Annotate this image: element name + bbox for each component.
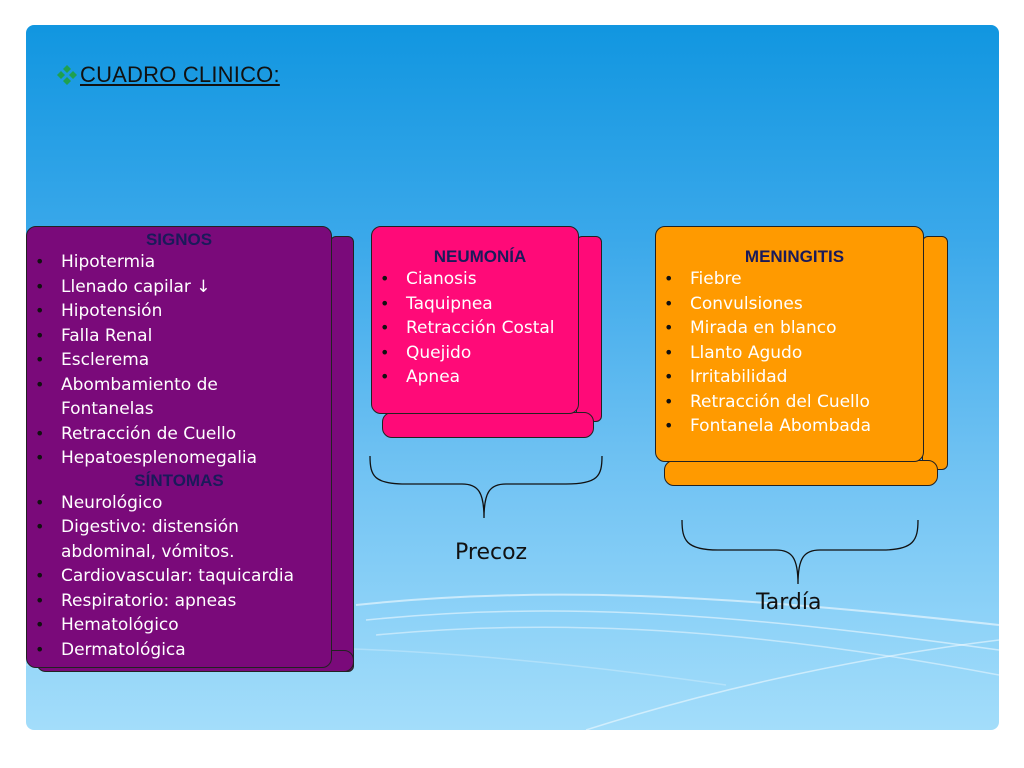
list-item: Neurológico — [27, 491, 331, 516]
list-item: Irritabilidad — [656, 365, 923, 390]
list-item: Cianosis — [372, 267, 578, 292]
list-item: Hematológico — [27, 613, 331, 638]
list-item: Quejido — [372, 341, 578, 366]
neumonia-box-front: NEUMONÍA Cianosis Taquipnea Retracción C… — [371, 226, 579, 414]
title-text: CUADRO CLINICO: — [80, 62, 280, 87]
neumonia-box-back — [576, 236, 602, 422]
slide-title: CUADRO CLINICO: — [56, 62, 280, 88]
tardia-label: Tardía — [756, 590, 822, 615]
precoz-label: Precoz — [455, 540, 528, 565]
neumonia-box-bottom — [382, 412, 594, 438]
list-item: Retracción del Cuello — [656, 390, 923, 415]
meningitis-box-bottom — [664, 460, 938, 486]
list-item: Cardiovascular: taquicardia — [27, 564, 331, 589]
list-item: Hipotensión — [27, 299, 331, 324]
meningitis-list: Fiebre Convulsiones Mirada en blanco Lla… — [656, 267, 923, 439]
list-item: Falla Renal — [27, 324, 331, 349]
list-item: Apnea — [372, 365, 578, 390]
list-item: Retracción Costal — [372, 316, 578, 341]
meningitis-box-back — [922, 236, 948, 470]
precoz-brace — [369, 455, 603, 519]
list-item: Abombamiento de Fontanelas — [27, 373, 331, 422]
list-item: Llenado capilar ↓ — [27, 275, 331, 300]
tardia-brace — [681, 519, 919, 585]
list-item: Respiratorio: apneas — [27, 589, 331, 614]
list-item: Retracción de Cuello — [27, 422, 331, 447]
meningitis-header: MENINGITIS — [744, 247, 845, 266]
list-item: Mirada en blanco — [656, 316, 923, 341]
signos-list: Hipotermia Llenado capilar ↓ Hipotensión… — [27, 250, 331, 471]
wave-decoration — [26, 593, 999, 730]
signos-header: SIGNOS — [145, 230, 213, 249]
sintomas-list: Neurológico Digestivo: distensión abdomi… — [27, 491, 331, 663]
list-item: Fiebre — [656, 267, 923, 292]
list-item: Convulsiones — [656, 292, 923, 317]
signos-box-back — [330, 236, 354, 672]
list-item: Taquipnea — [372, 292, 578, 317]
list-item: Digestivo: distensión abdominal, vómitos… — [27, 515, 331, 564]
list-item: Dermatológica — [27, 638, 331, 663]
sintomas-header: SÍNTOMAS — [134, 470, 224, 490]
neumonia-list: Cianosis Taquipnea Retracción Costal Que… — [372, 267, 578, 390]
list-item: Hipotermia — [27, 250, 331, 275]
signos-box-front: SIGNOS Hipotermia Llenado capilar ↓ Hipo… — [26, 226, 332, 668]
list-item: Llanto Agudo — [656, 341, 923, 366]
diamond-bullet-icon — [57, 65, 77, 85]
meningitis-box-front: MENINGITIS Fiebre Convulsiones Mirada en… — [655, 226, 924, 462]
list-item: Esclerema — [27, 348, 331, 373]
list-item: Hepatoesplenomegalia — [27, 446, 331, 471]
neumonia-header: NEUMONÍA — [433, 247, 527, 266]
list-item: Fontanela Abombada — [656, 414, 923, 439]
